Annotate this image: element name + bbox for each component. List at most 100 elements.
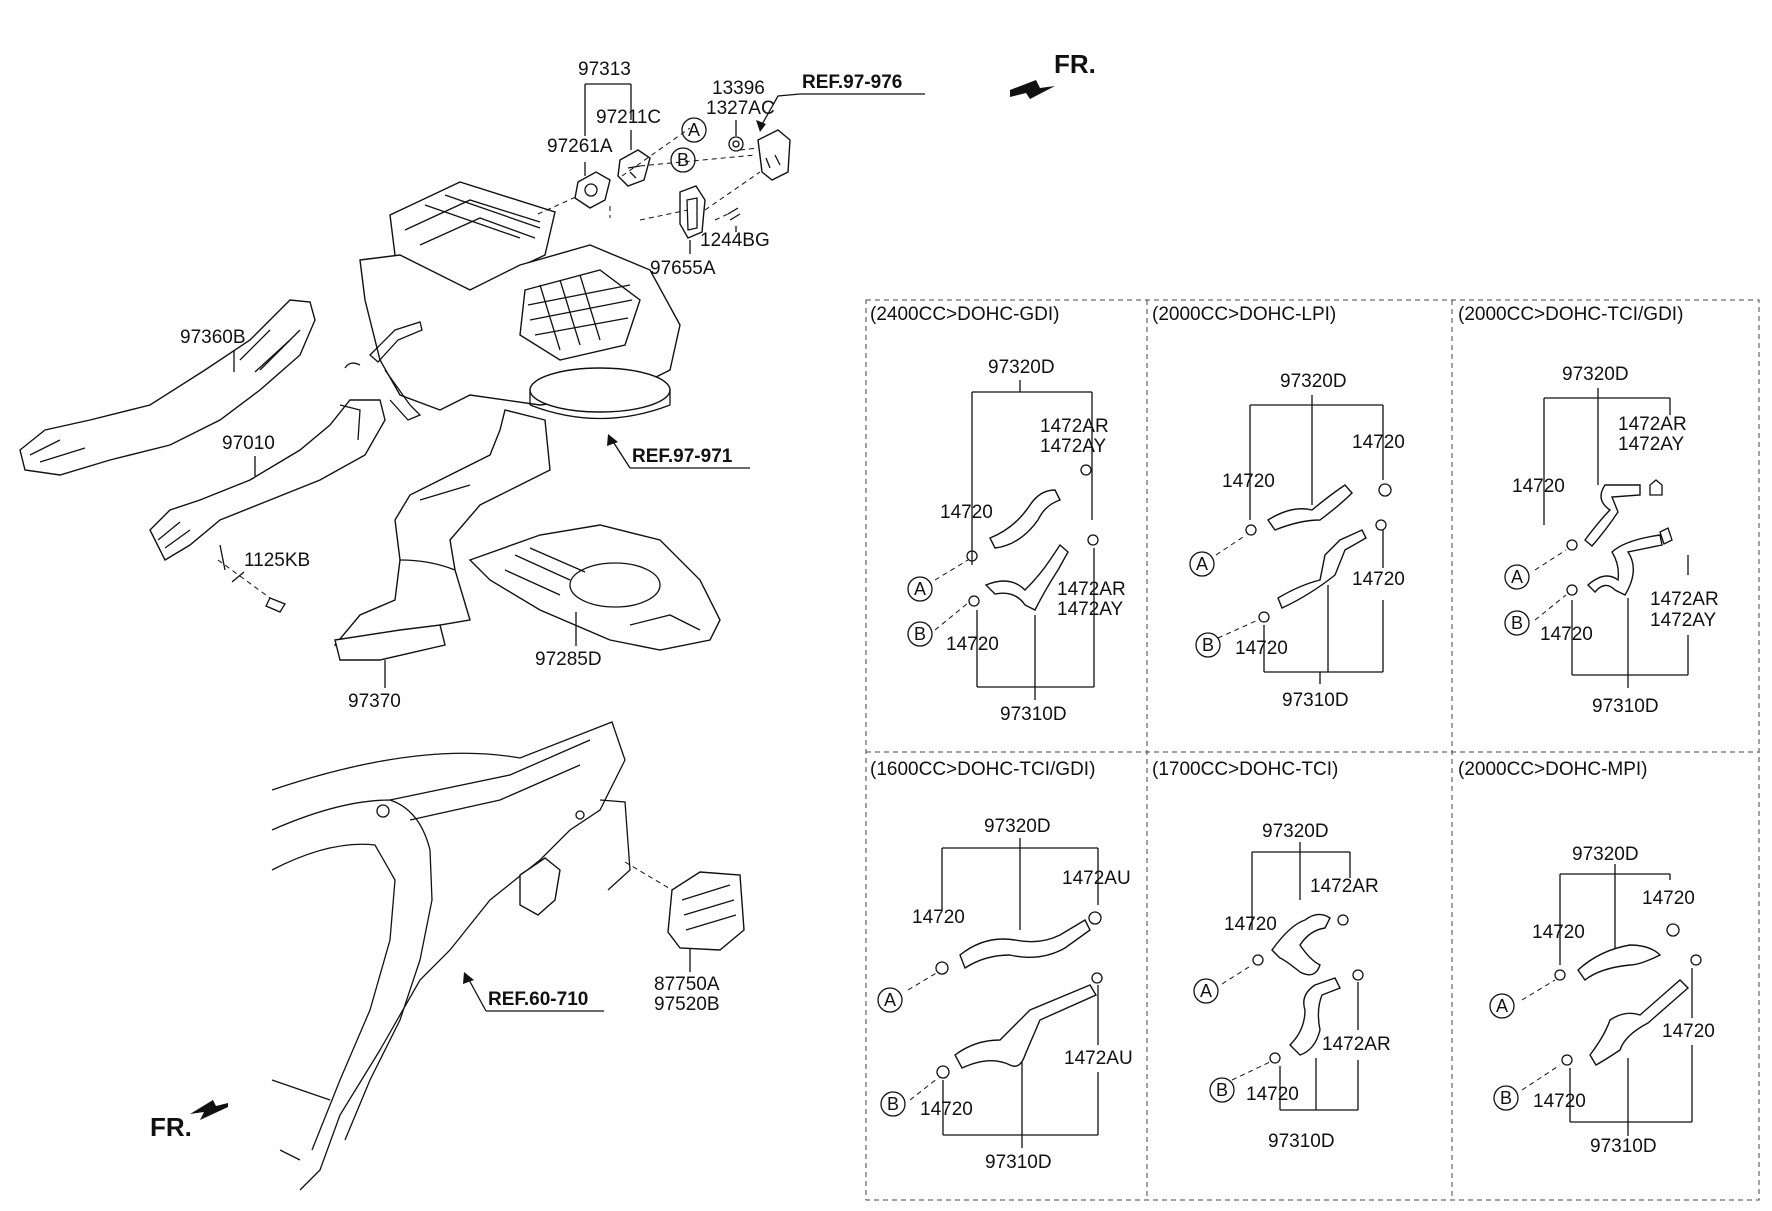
side-duct-drawing: [19, 299, 316, 476]
ref-60-710: REF.60-710: [488, 989, 588, 1010]
label-97261A: 97261A: [547, 136, 613, 157]
circle-a-icon: A: [1489, 993, 1515, 1019]
panel-2000cc-tci-gdi: (2000CC>DOHC-TCI/GDI) 97320D 1472AR 1472…: [1458, 304, 1719, 717]
panel-header: (2000CC>DOHC-TCI/GDI): [1458, 304, 1683, 325]
label-87750A: 87750A: [654, 974, 720, 995]
label-1472AR-2: 1472AR: [1650, 589, 1719, 610]
label-1472AY-2: 1472AY: [1057, 599, 1124, 620]
label-1472AR: 1472AR: [1040, 416, 1109, 437]
label-1472AR: 1472AR: [1618, 414, 1687, 435]
panel-2000cc-mpi: (2000CC>DOHC-MPI) 97320D 14720 14720 A B…: [1458, 759, 1715, 1157]
fr-arrow-bottom: FR.: [150, 1100, 228, 1142]
circle-b-icon: B: [1195, 632, 1221, 658]
panel-header: (2400CC>DOHC-GDI): [870, 304, 1060, 325]
svg-text:B: B: [887, 1094, 899, 1114]
svg-text:B: B: [677, 150, 689, 170]
circle-a-icon: A: [1504, 564, 1530, 590]
circle-b-icon: B: [880, 1091, 906, 1117]
label-97320D: 97320D: [1280, 371, 1347, 392]
label-97211C: 97211C: [596, 107, 661, 128]
label-97520B: 97520B: [654, 994, 720, 1015]
svg-text:A: A: [1496, 996, 1508, 1016]
panel-header: (1700CC>DOHC-TCI): [1152, 759, 1338, 780]
label-13396: 13396: [712, 78, 765, 99]
panel-2000cc-lpi: (2000CC>DOHC-LPI) 97320D 14720 14720 A B…: [1152, 304, 1405, 711]
circle-a-top: A: [681, 117, 707, 143]
duct-97010-drawing: [149, 399, 386, 561]
label-97310D: 97310D: [985, 1152, 1052, 1173]
label-1244BG: 1244BG: [700, 230, 770, 251]
label-14720-b: 14720: [1540, 624, 1593, 645]
circle-a-icon: A: [907, 576, 933, 602]
label-97010: 97010: [222, 433, 275, 454]
svg-text:B: B: [1511, 613, 1523, 633]
label-1472AY-2: 1472AY: [1650, 610, 1717, 631]
svg-text:A: A: [914, 579, 926, 599]
label-14720-rt: 14720: [1352, 432, 1405, 453]
circle-a-icon: A: [877, 987, 903, 1013]
quarter-panel-drawing: [271, 721, 631, 1191]
circle-a-icon: A: [1193, 978, 1219, 1004]
fuel-door-drawing: [624, 861, 745, 951]
ref-97-971: REF.97-971: [632, 446, 733, 467]
label-97310D: 97310D: [1590, 1136, 1657, 1157]
fr-label-bottom: FR.: [150, 1112, 192, 1142]
svg-text:B: B: [1500, 1088, 1512, 1108]
circle-b-icon: B: [1209, 1077, 1235, 1103]
fr-label-top: FR.: [1054, 49, 1096, 79]
floor-tray-drawing: [468, 524, 721, 651]
label-97370: 97370: [348, 691, 401, 712]
label-1472AY: 1472AY: [1040, 436, 1107, 457]
label-97310D: 97310D: [1282, 690, 1349, 711]
label-14720-a: 14720: [1222, 471, 1275, 492]
panel-2400cc: (2400CC>DOHC-GDI) 97320D 1472AR 1472AY 1…: [870, 304, 1126, 725]
svg-text:B: B: [914, 624, 926, 644]
label-14720-b: 14720: [946, 634, 999, 655]
panel-grid: [865, 299, 1760, 1201]
panel-header: (2000CC>DOHC-LPI): [1152, 304, 1336, 325]
label-1472AU-2: 1472AU: [1064, 1048, 1133, 1069]
label-97285D: 97285D: [535, 649, 602, 670]
label-1472AR-2: 1472AR: [1057, 579, 1126, 600]
label-14720-a: 14720: [1224, 914, 1277, 935]
label-14720-rb: 14720: [1662, 1021, 1715, 1042]
panel-1600cc-tci-gdi: (1600CC>DOHC-TCI/GDI) 97320D 1472AU 1472…: [870, 759, 1133, 1173]
label-97320D: 97320D: [1262, 821, 1329, 842]
hvac-unit-drawing: [333, 181, 681, 661]
label-97655A: 97655A: [650, 258, 716, 279]
label-97360B: 97360B: [180, 327, 246, 348]
panel-header: (2000CC>DOHC-MPI): [1458, 759, 1648, 780]
label-1472AR: 1472AR: [1310, 876, 1379, 897]
label-1125KB: 1125KB: [244, 550, 310, 571]
label-14720-b: 14720: [1246, 1084, 1299, 1105]
panel-header: (1600CC>DOHC-TCI/GDI): [870, 759, 1095, 780]
circle-b-icon: B: [1504, 610, 1530, 636]
label-1327AC: 1327AC: [706, 98, 775, 119]
circle-a-icon: A: [1189, 551, 1215, 577]
svg-text:A: A: [1200, 981, 1212, 1001]
label-14720-b: 14720: [1533, 1091, 1586, 1112]
circle-b-top: B: [670, 147, 696, 173]
label-97310D: 97310D: [1592, 696, 1659, 717]
label-1472AU: 1472AU: [1062, 868, 1131, 889]
label-1472AY: 1472AY: [1618, 434, 1685, 455]
label-14720-b: 14720: [1235, 638, 1288, 659]
label-97313: 97313: [578, 59, 631, 80]
panel-1700cc-tci: (1700CC>DOHC-TCI) 97320D 1472AR 14720 A …: [1152, 759, 1391, 1152]
label-1472AR-2: 1472AR: [1322, 1034, 1391, 1055]
label-14720-b: 14720: [920, 1099, 973, 1120]
hardware-cluster-drawing: [537, 127, 791, 239]
svg-text:A: A: [1511, 567, 1523, 587]
label-97310D: 97310D: [1000, 704, 1067, 725]
svg-text:B: B: [1202, 635, 1214, 655]
label-97310D: 97310D: [1268, 1131, 1335, 1152]
svg-text:B: B: [1216, 1080, 1228, 1100]
label-14720-a: 14720: [912, 907, 965, 928]
circle-b-icon: B: [1493, 1085, 1519, 1111]
label-14720-a: 14720: [940, 502, 993, 523]
label-97320D: 97320D: [1572, 844, 1639, 865]
circle-b-icon: B: [907, 621, 933, 647]
screw-1125kb-icon: [217, 544, 286, 613]
svg-text:A: A: [688, 120, 700, 140]
